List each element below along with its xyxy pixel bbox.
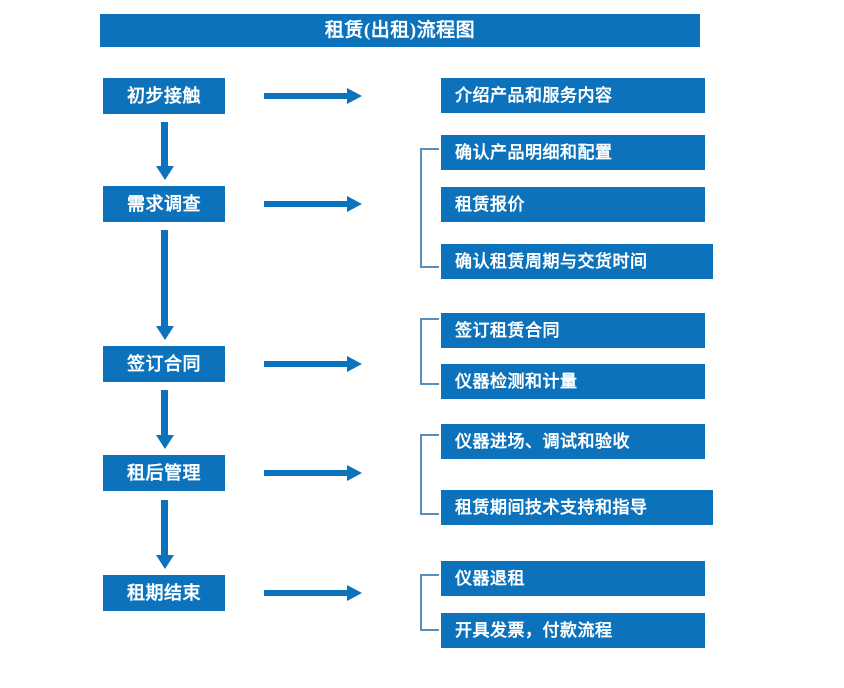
arrow-head: [347, 465, 362, 481]
group-bracket-sign-contract: [420, 318, 439, 385]
stage-box-initial-contact[interactable]: 初步接触: [103, 78, 225, 114]
detail-box-introduce-products-services[interactable]: 介绍产品和服务内容: [441, 78, 705, 113]
detail-box-invoice-payment-process[interactable]: 开具发票，付款流程: [441, 613, 705, 648]
right-arrow-icon: [264, 356, 362, 372]
detail-box-instrument-entry-commissioning-acceptance[interactable]: 仪器进场、调试和验收: [441, 424, 705, 459]
detail-box-sign-rental-contract[interactable]: 签订租赁合同: [441, 313, 705, 348]
arrow-shaft: [264, 590, 348, 596]
page-title: 租赁(出租)流程图: [100, 14, 700, 47]
stage-box-sign-contract[interactable]: 签订合同: [103, 346, 225, 382]
detail-box-technical-support-during-rental[interactable]: 租赁期间技术支持和指导: [441, 490, 713, 525]
group-bracket-post-rental-management: [420, 434, 439, 515]
arrow-shaft: [161, 122, 168, 166]
right-arrow-icon: [264, 196, 362, 212]
detail-box-confirm-product-details-config[interactable]: 确认产品明细和配置: [441, 135, 705, 170]
right-arrow-icon: [264, 585, 362, 601]
arrow-shaft: [264, 93, 348, 99]
group-bracket-needs-survey: [420, 148, 439, 268]
stage-box-rental-end[interactable]: 租期结束: [103, 575, 225, 611]
stage-box-needs-survey[interactable]: 需求调查: [103, 186, 225, 222]
down-arrow-icon: [156, 230, 174, 340]
detail-box-instrument-inspection-metering[interactable]: 仪器检测和计量: [441, 364, 705, 399]
right-arrow-icon: [264, 465, 362, 481]
down-arrow-icon: [156, 122, 174, 180]
detail-box-rental-quotation[interactable]: 租赁报价: [441, 187, 705, 222]
arrow-head: [347, 196, 362, 212]
detail-box-instrument-return[interactable]: 仪器退租: [441, 561, 705, 596]
arrow-head: [347, 356, 362, 372]
arrow-head: [156, 555, 174, 569]
arrow-shaft: [264, 361, 348, 367]
arrow-head: [347, 585, 362, 601]
right-arrow-icon: [264, 88, 362, 104]
down-arrow-icon: [156, 390, 174, 449]
group-bracket-rental-end: [420, 574, 439, 631]
down-arrow-icon: [156, 500, 174, 569]
arrow-shaft: [161, 230, 168, 326]
stage-box-post-rental-management[interactable]: 租后管理: [103, 455, 225, 491]
arrow-shaft: [264, 201, 348, 207]
arrow-shaft: [264, 470, 348, 476]
detail-box-confirm-rental-period-delivery[interactable]: 确认租赁周期与交货时间: [441, 244, 713, 279]
arrow-head: [156, 435, 174, 449]
arrow-shaft: [161, 500, 168, 555]
arrow-shaft: [161, 390, 168, 435]
arrow-head: [156, 166, 174, 180]
arrow-head: [347, 88, 362, 104]
arrow-head: [156, 326, 174, 340]
